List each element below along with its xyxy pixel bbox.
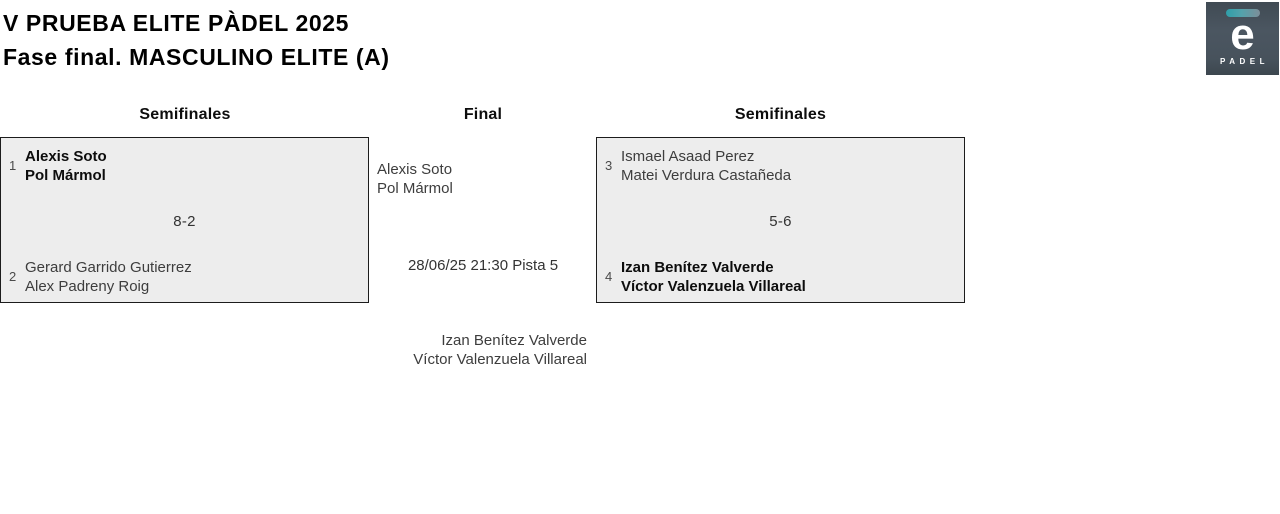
team-players: Alexis Soto Pol Mármol [25,147,107,185]
player-name: Matei Verdura Castañeda [621,167,792,184]
player-name: Izan Benítez Valverde [441,332,587,349]
player-name: Izan Benítez Valverde [621,259,774,276]
epadel-logo-brand: PADEL [1219,57,1270,66]
team-row: 2 Gerard Garrido Gutierrez Alex Padreny … [9,258,360,296]
team-players: Izan Benítez Valverde Víctor Valenzuela … [413,331,587,369]
final-team-top: Alexis Soto Pol Mármol [377,160,453,198]
match-score: 5-6 [769,213,792,230]
seed-number: 4 [605,269,613,284]
team-row: 4 Izan Benítez Valverde Víctor Valenzuel… [605,258,956,296]
page-subtitle: Fase final. MASCULINO ELITE (A) [3,44,390,70]
player-name: Alex Padreny Roig [25,278,150,295]
final-match-info: 28/06/25 21:30 Pista 5 [407,257,559,274]
team-row: 3 Ismael Asaad Perez Matei Verdura Casta… [605,147,956,185]
page-title: V PRUEBA ELITE PÀDEL 2025 [3,10,350,36]
match-box-semifinal-1: 1 Alexis Soto Pol Mármol 8-2 2 Gerard Ga… [0,137,369,303]
player-name: Víctor Valenzuela Villareal [621,278,806,295]
round-header-semifinals-left: Semifinales [139,106,231,123]
player-name: Gerard Garrido Gutierrez [25,259,192,276]
final-team-bottom: Izan Benítez Valverde Víctor Valenzuela … [413,331,587,369]
player-name: Pol Mármol [377,180,453,197]
team-players: Ismael Asaad Perez Matei Verdura Castañe… [621,147,791,185]
epadel-logo: e PADEL [1206,2,1279,75]
match-score: 8-2 [173,213,196,230]
team-row: 1 Alexis Soto Pol Mármol [9,147,360,185]
logo-accent-bar-icon [1225,9,1260,17]
match-box-semifinal-2: 3 Ismael Asaad Perez Matei Verdura Casta… [596,137,965,303]
player-name: Alexis Soto [377,161,453,178]
seed-number: 2 [9,269,17,284]
player-name: Ismael Asaad Perez [621,148,755,165]
round-header-final: Final [463,106,503,123]
team-players: Gerard Garrido Gutierrez Alex Padreny Ro… [25,258,192,296]
team-players: Izan Benítez Valverde Víctor Valenzuela … [621,258,806,296]
team-players: Alexis Soto Pol Mármol [377,160,453,198]
page-header: V PRUEBA ELITE PÀDEL 2025 Fase final. MA… [3,6,390,74]
seed-number: 1 [9,158,17,173]
seed-number: 3 [605,158,613,173]
player-name: Víctor Valenzuela Villareal [413,351,587,368]
player-name: Alexis Soto [25,148,107,165]
player-name: Pol Mármol [25,167,106,184]
epadel-logo-letter: e [1230,10,1255,59]
round-header-semifinals-right: Semifinales [734,106,827,123]
